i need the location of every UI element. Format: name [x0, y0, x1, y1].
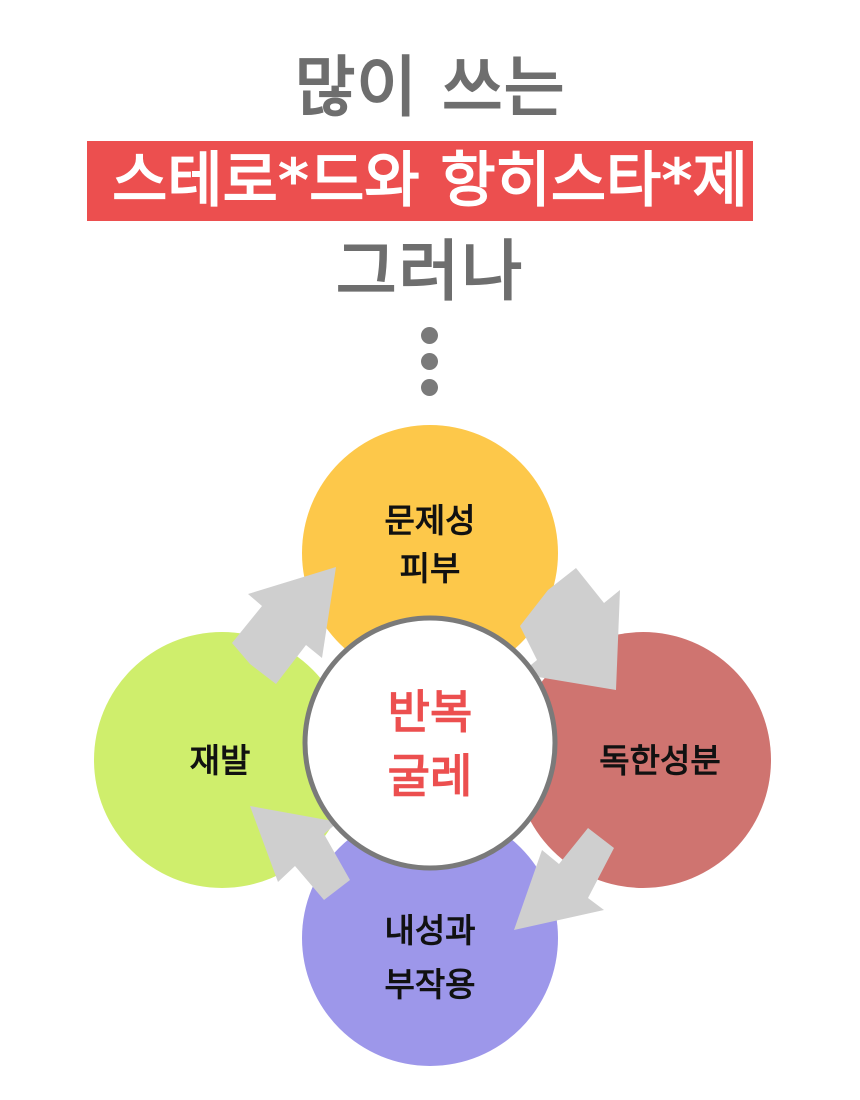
node-circle-top — [302, 425, 558, 681]
node-label-left-line1: 재발 — [189, 741, 251, 780]
center-circle — [302, 615, 558, 871]
center-label-line2: 굴레 — [387, 749, 473, 803]
arrow-bottom-to-left-icon — [250, 806, 350, 900]
headline-line-2: 스테로*드와 항히스타*제 — [112, 146, 748, 216]
ellipsis-dot-1 — [421, 327, 438, 344]
node-label-right-line1: 독한성분 — [599, 741, 721, 780]
headline-highlight-box — [87, 141, 753, 221]
node-label-top: 문제성 피부 — [330, 497, 530, 593]
center-label: 반복 굴레 — [330, 680, 530, 808]
ellipsis-dot-3 — [421, 379, 438, 396]
node-label-right: 독한성분 — [560, 737, 760, 785]
node-label-bottom: 내성과 부작용 — [330, 904, 530, 1012]
arrow-left-to-top-icon — [232, 567, 336, 684]
headline-line-1: 많이 쓰는 — [294, 49, 566, 126]
ellipsis-dot-2 — [421, 353, 438, 370]
node-label-bottom-line1: 내성과 — [384, 911, 476, 950]
center-label-line1: 반복 — [387, 685, 473, 739]
node-label-top-line1: 문제성 — [384, 501, 476, 540]
arrow-right-to-bottom-icon — [514, 828, 614, 930]
node-label-bottom-line2: 부작용 — [384, 965, 476, 1004]
headline-line-3: 그러나 — [335, 233, 525, 310]
node-circle-bottom — [302, 810, 558, 1066]
arrow-top-to-right-icon — [520, 568, 620, 690]
node-label-left: 재발 — [130, 737, 310, 785]
node-circle-right — [515, 632, 771, 888]
node-label-top-line2: 피부 — [399, 549, 461, 588]
